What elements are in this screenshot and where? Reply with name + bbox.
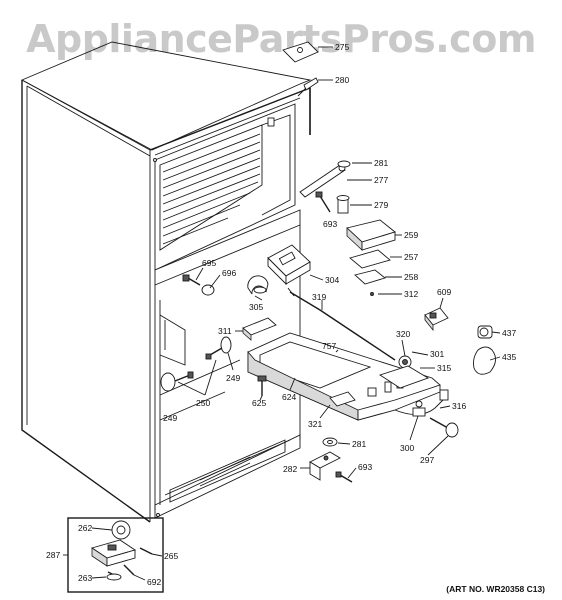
callout-279: 279 [374, 200, 388, 210]
callout-301: 301 [430, 349, 444, 359]
callout-262: 262 [78, 523, 92, 533]
screw-692 [123, 564, 135, 576]
hinge-pin-279 [336, 195, 350, 214]
plug-696 [201, 284, 215, 296]
callout-263: 263 [78, 573, 92, 583]
socket-437 [477, 325, 493, 339]
callout-labels: 275 280 281 277 279 693 259 257 258 312 … [46, 42, 516, 587]
callout-277: 277 [374, 175, 388, 185]
top-hinge-275 [282, 41, 319, 63]
hinge-pin-280 [297, 77, 319, 97]
roller-bracket [90, 539, 137, 567]
callout-693-lower: 693 [358, 462, 372, 472]
knob-249-upper [205, 336, 232, 360]
callout-249-lower: 249 [163, 413, 177, 423]
callout-437: 437 [502, 328, 516, 338]
leader-lines [63, 46, 501, 581]
roller-kit-box [67, 517, 164, 593]
callout-249: 249 [226, 373, 240, 383]
light-bulb-435 [473, 346, 496, 375]
screw-263 [106, 571, 122, 581]
callout-265: 265 [164, 551, 178, 561]
callout-315: 315 [437, 363, 451, 373]
control-knob-305 [247, 275, 269, 295]
callout-304: 304 [325, 275, 339, 285]
callout-250: 250 [196, 398, 210, 408]
callout-257: 257 [404, 252, 418, 262]
callout-757: 757 [322, 341, 336, 351]
callout-300: 300 [400, 443, 414, 453]
callout-297: 297 [420, 455, 434, 465]
callout-320: 320 [396, 329, 410, 339]
callout-435: 435 [502, 352, 516, 362]
cable-319 [287, 287, 396, 361]
callout-316: 316 [452, 401, 466, 411]
art-number: (ART NO. WR20358 C13) [446, 584, 545, 594]
lens-301 [378, 365, 430, 389]
callout-321: 321 [308, 419, 322, 429]
callout-696: 696 [222, 268, 236, 278]
callout-312: 312 [404, 289, 418, 299]
callout-305: 305 [249, 302, 263, 312]
roller-262 [111, 520, 131, 540]
screw-625 [257, 375, 267, 396]
callout-258: 258 [404, 272, 418, 282]
washer-281-lower [322, 437, 338, 447]
shield-311 [242, 317, 277, 341]
bottom-hinge-282 [309, 451, 341, 481]
callout-311: 311 [218, 326, 232, 336]
screw-693-upper [315, 191, 331, 213]
knob-297 [429, 417, 459, 438]
callout-259: 259 [404, 230, 418, 240]
callout-275: 275 [335, 42, 349, 52]
switch-316 [412, 400, 426, 417]
insulation-258 [354, 269, 386, 285]
callout-695: 695 [202, 258, 216, 268]
cabinet [20, 41, 312, 523]
callout-693: 693 [323, 219, 337, 229]
axle-265 [139, 547, 153, 555]
callout-624: 624 [282, 392, 296, 402]
center-hinge-277 [299, 164, 346, 198]
knob-249-lower [160, 371, 194, 392]
callout-282: 282 [283, 464, 297, 474]
damper-609 [424, 307, 449, 332]
evaporator-fins [162, 133, 261, 245]
callout-609: 609 [437, 287, 451, 297]
callout-319: 319 [312, 292, 326, 302]
screw-312 [370, 292, 374, 296]
bracket-321 [329, 391, 356, 407]
callout-625: 625 [252, 398, 266, 408]
callout-281-lower: 281 [352, 439, 366, 449]
screw-695 [182, 274, 201, 286]
gasket-257 [349, 249, 391, 269]
control-housing-304 [267, 244, 311, 286]
watermark: AppliancePartsPros.com [26, 17, 536, 61]
callout-287: 287 [46, 550, 60, 560]
washer-281 [337, 160, 351, 168]
callout-692: 692 [147, 577, 161, 587]
control-cover-259 [346, 219, 396, 251]
callout-281: 281 [374, 158, 388, 168]
callout-280: 280 [335, 75, 349, 85]
screw-693-lower [335, 471, 353, 483]
